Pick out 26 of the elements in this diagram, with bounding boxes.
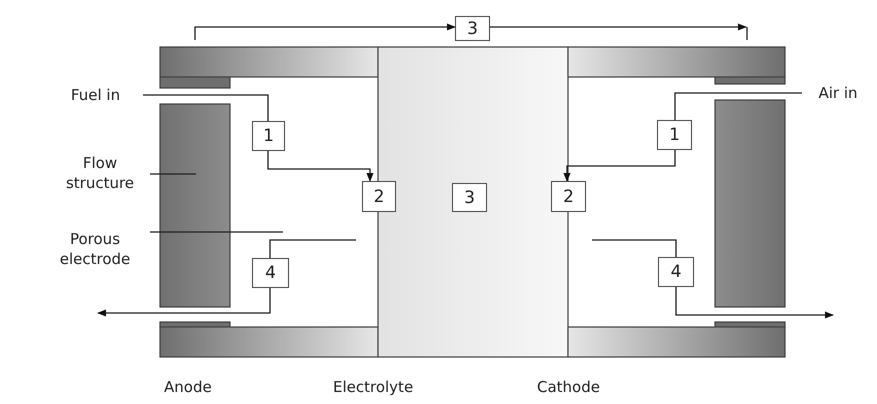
part-label: Air in (802, 82, 874, 104)
layer-label: Cathode (537, 378, 600, 396)
callout-number: 2 (362, 181, 396, 212)
flow-line (143, 94, 269, 121)
callout-number: 3 (455, 16, 490, 41)
callout-number: 4 (658, 257, 694, 287)
layer-label: Anode (164, 378, 212, 396)
flow-arrow (267, 151, 374, 182)
flow-arrow (194, 23, 456, 40)
flow-line (592, 239, 677, 257)
callout-number: 4 (252, 258, 289, 288)
flow-arrow (675, 287, 834, 319)
callout-number: 1 (252, 121, 285, 151)
flow-arrow (97, 288, 271, 317)
part-label: Fuel in (48, 84, 143, 106)
flow-arrow (563, 150, 676, 182)
callout-number: 1 (657, 120, 692, 150)
callout-number: 3 (452, 183, 487, 212)
leader-line (150, 173, 196, 175)
part-label: Porous electrode (40, 226, 150, 272)
layer-label: Electrolyte (333, 378, 414, 396)
flow-line (674, 92, 802, 120)
flow-line (269, 239, 356, 258)
callout-number: 2 (551, 181, 586, 212)
leader-line (150, 231, 283, 233)
part-label: Flow structure (50, 150, 150, 196)
